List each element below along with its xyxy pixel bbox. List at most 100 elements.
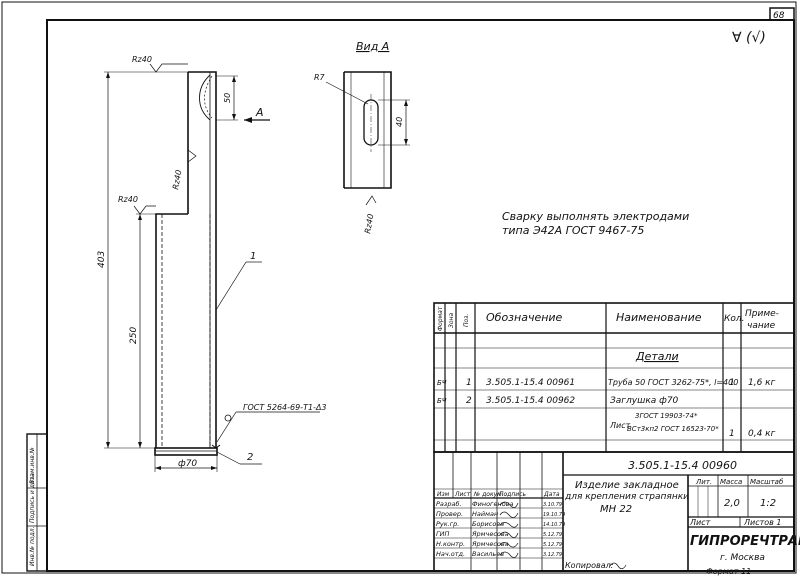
svg-text:1: 1 — [466, 378, 472, 388]
svg-text:Формат: Формат — [437, 306, 444, 331]
svg-text:Лит.: Лит. — [695, 478, 712, 486]
svg-text:1: 1 — [729, 429, 735, 439]
dimension-250: 250 — [129, 213, 156, 448]
dimension-diameter-70: ф70 — [154, 455, 218, 472]
svg-text:0,4 кг: 0,4 кг — [748, 429, 776, 439]
svg-text:5.12.79: 5.12.79 — [543, 532, 562, 538]
svg-text:№ докум.: № докум. — [473, 491, 504, 498]
surface-finish-mark: ∀ (√) — [732, 30, 766, 46]
svg-text:Разраб.: Разраб. — [436, 500, 462, 508]
svg-text:БЧ: БЧ — [437, 379, 447, 387]
svg-text:Rz40: Rz40 — [132, 55, 152, 64]
dim-40-label: 40 — [395, 117, 404, 127]
svg-text:Нач.отд.: Нач.отд. — [436, 550, 465, 558]
part-elevation — [154, 71, 221, 456]
radius-label: R7 — [314, 73, 326, 82]
view-arrow-label: А — [255, 106, 264, 119]
svg-text:5.12.79: 5.12.79 — [543, 542, 562, 548]
dim-403-label: 403 — [97, 251, 107, 268]
svg-text:Инв.№ подл.: Инв.№ подл. — [29, 526, 36, 566]
dimension-50: 50 — [216, 75, 238, 121]
svg-text:14.10.79: 14.10.79 — [543, 522, 565, 528]
svg-text:Наименование: Наименование — [616, 311, 702, 324]
svg-text:ВСт3кп2 ГОСТ 16523-70*: ВСт3кп2 ГОСТ 16523-70* — [627, 425, 719, 433]
drawing-frame — [46, 19, 795, 572]
dim-50-label: 50 — [223, 93, 232, 103]
format-label: Формат 11 — [706, 567, 751, 576]
svg-text:Обозначение: Обозначение — [486, 311, 563, 324]
svg-text:3.505.1-15.4 00961: 3.505.1-15.4 00961 — [486, 378, 575, 388]
svg-text:Подпись: Подпись — [499, 491, 526, 498]
svg-text:Rz40: Rz40 — [171, 169, 183, 190]
callout-1: 1 — [215, 251, 262, 311]
svg-text:3.12.79: 3.12.79 — [543, 552, 562, 558]
svg-text:Масштаб: Масштаб — [750, 478, 784, 486]
svg-text:Дата: Дата — [543, 491, 560, 498]
page-number: 68 — [773, 11, 785, 21]
dimension-403: 403 — [97, 71, 188, 449]
svg-text:для крепления страпянки: для крепления страпянки — [564, 492, 689, 502]
page-number-box — [769, 7, 795, 21]
svg-text:1:2: 1:2 — [760, 498, 776, 509]
svg-text:Кол.: Кол. — [724, 314, 745, 324]
svg-text:ГИП: ГИП — [436, 530, 449, 538]
roughness-top: Rz40 — [132, 55, 188, 73]
svg-text:Подпись и дата: Подпись и дата — [29, 473, 36, 523]
roughness-right: Rz40 — [171, 149, 197, 190]
svg-text:19.10.79: 19.10.79 — [543, 512, 565, 518]
svg-text:Детали: Детали — [635, 350, 679, 363]
svg-text:3.505.1-15.4 00962: 3.505.1-15.4 00962 — [486, 396, 575, 406]
svg-text:Рук.гр.: Рук.гр. — [436, 520, 459, 528]
svg-text:Ярмчесова: Ярмчесова — [471, 540, 509, 548]
svg-text:Изм: Изм — [437, 491, 450, 498]
svg-text:3.10.79: 3.10.79 — [543, 502, 562, 508]
svg-text:Лист: Лист — [609, 421, 631, 430]
roughness-step: Rz40 — [118, 195, 156, 215]
svg-text:Rz40: Rz40 — [363, 213, 375, 234]
dim-250-label: 250 — [129, 327, 139, 344]
svg-text:Взам.инв.№: Взам.инв.№ — [29, 447, 36, 484]
svg-text:Ярмчесова: Ярмчесова — [471, 530, 509, 538]
svg-text:Заглушка ф70: Заглушка ф70 — [610, 396, 679, 406]
title-block: Изм Лист № докум. Подпись Дата Разраб. Ф… — [433, 451, 800, 572]
svg-text:Листов 1: Листов 1 — [743, 518, 782, 527]
svg-text:Изделие закладное: Изделие закладное — [575, 480, 679, 491]
svg-text:Финогенова: Финогенова — [472, 500, 514, 508]
svg-text:Труба 50 ГОСТ 3262-75*, l=400: Труба 50 ГОСТ 3262-75*, l=400 — [608, 378, 738, 387]
spec-table: Формат Зона Поз. Обозначение Наименовани… — [433, 302, 795, 453]
svg-text:1: 1 — [250, 251, 256, 262]
note-line-2: типа Э42А ГОСТ 9467-75 — [502, 224, 644, 237]
svg-text:2: 2 — [247, 452, 253, 463]
weld-callout: ГОСТ 5264-69-Т1-Δ3 — [216, 403, 327, 443]
svg-text:Лист: Лист — [454, 491, 471, 498]
svg-text:Rz40: Rz40 — [118, 195, 138, 204]
doc-number: 3.505.1-15.4 00960 — [628, 459, 737, 472]
svg-text:Н.контр.: Н.контр. — [436, 540, 465, 548]
svg-text:Масса: Масса — [720, 478, 742, 486]
dim-70-label: ф70 — [178, 459, 197, 469]
svg-text:Поз.: Поз. — [463, 314, 470, 327]
view-a-title: Вид А — [356, 40, 389, 53]
svg-text:Найман: Найман — [472, 510, 498, 518]
svg-text:Приме-: Приме- — [745, 309, 779, 319]
svg-text:2,0: 2,0 — [724, 498, 740, 509]
svg-text:2: 2 — [466, 396, 472, 406]
note-line-1: Сварку выполнять электродами — [502, 210, 689, 223]
view-arrow-a: А — [244, 106, 270, 123]
org-name: ГИПРОРЕЧТРАНС — [690, 534, 800, 549]
svg-text:г. Москва: г. Москва — [720, 553, 765, 563]
svg-text:3ГОСТ 19903-74*: 3ГОСТ 19903-74* — [635, 412, 698, 420]
svg-text:Зона: Зона — [448, 313, 455, 328]
svg-text:БЧ: БЧ — [437, 397, 447, 405]
copied-by: Копировал: — [565, 561, 614, 570]
callout-2: 2 — [216, 451, 262, 465]
svg-text:ГОСТ 5264-69-Т1-Δ3: ГОСТ 5264-69-Т1-Δ3 — [243, 403, 327, 412]
svg-text:Васильев: Васильев — [472, 550, 504, 558]
side-stamp: Инв.№ подл. Подпись и дата Взам.инв.№ — [26, 433, 48, 572]
svg-text:МН 22: МН 22 — [600, 504, 632, 515]
svg-text:чание: чание — [747, 321, 776, 331]
view-a: Вид А R7 40 Rz40 — [314, 40, 410, 234]
svg-text:Лист: Лист — [689, 518, 711, 527]
